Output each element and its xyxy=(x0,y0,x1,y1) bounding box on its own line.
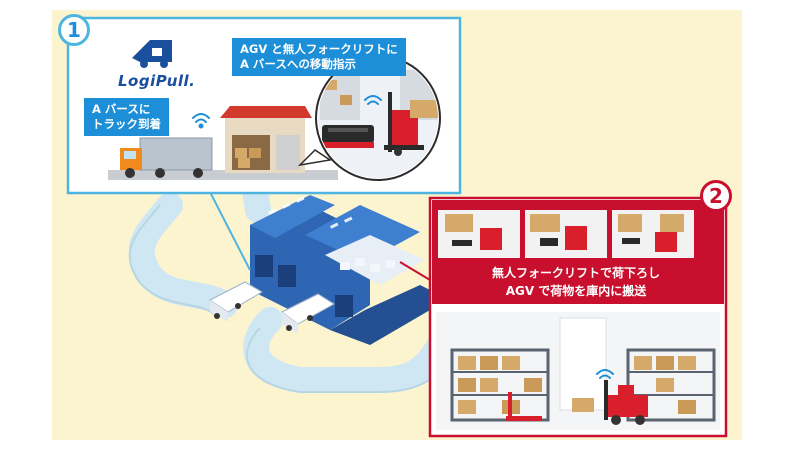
step2-thumbnails xyxy=(438,210,694,258)
step2-caption-line-1: 無人フォークリフトで荷下ろし xyxy=(491,266,660,280)
instruction-label: AGV と無人フォークリフトに A バースへの移動指示 xyxy=(232,38,406,76)
robot-callout xyxy=(297,55,441,181)
step1-number-badge: 1 xyxy=(58,14,90,46)
step2-caption-line-2: AGV で荷物を庫内に搬送 xyxy=(505,284,647,298)
connector-line-2 xyxy=(399,261,431,281)
connector-line-1 xyxy=(209,191,251,271)
instruction-line-1: AGV と無人フォークリフトに xyxy=(240,42,398,56)
truck-icon xyxy=(209,281,263,322)
logipull-logo-text: LogiPull. xyxy=(118,72,196,90)
truck-arrival-label: A バースに トラック到着 xyxy=(84,98,169,136)
step2-number-badge: 2 xyxy=(700,180,732,212)
instruction-line-2: A バースへの移動指示 xyxy=(240,57,356,71)
step2-caption: 無人フォークリフトで荷下ろし AGV で荷物を庫内に搬送 xyxy=(446,264,706,300)
truck-icon xyxy=(281,293,335,334)
forklift-icon xyxy=(384,92,438,156)
wifi-signal-icon xyxy=(596,369,614,379)
truck-icon xyxy=(120,137,213,178)
forklift-icon xyxy=(604,380,648,425)
truck-arrival-line-2: トラック到着 xyxy=(92,117,161,131)
truck-arrival-line-1: A バースに xyxy=(92,102,151,116)
warehouse xyxy=(250,195,430,345)
wifi-signal-icon xyxy=(192,113,210,129)
dock-building xyxy=(220,106,312,173)
agv-robot-icon xyxy=(322,125,374,148)
ground-strip xyxy=(108,170,338,180)
warehouse-interior xyxy=(436,312,720,430)
agv-robot-icon xyxy=(506,392,542,421)
logipull-logo-mark xyxy=(132,40,172,68)
